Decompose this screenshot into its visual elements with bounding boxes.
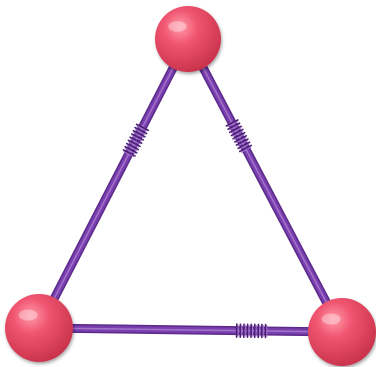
straw-left bbox=[39, 39, 188, 328]
flex-segment-left bbox=[123, 124, 148, 156]
straw-right bbox=[188, 39, 342, 332]
ball-top bbox=[155, 6, 221, 72]
ball-bottom-right bbox=[308, 298, 376, 366]
edges-layer bbox=[39, 39, 342, 337]
ball-bottom-left bbox=[5, 294, 73, 362]
flex-segment-right bbox=[226, 120, 251, 152]
straw-bottom bbox=[39, 324, 342, 337]
nodes-layer bbox=[5, 6, 376, 366]
